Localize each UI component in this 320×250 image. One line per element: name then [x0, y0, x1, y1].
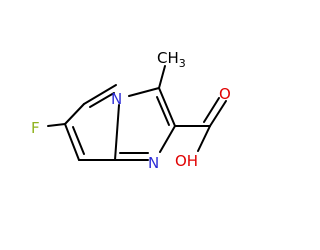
- methyl-subscript: 3: [179, 57, 186, 70]
- imidazole-nitrogen-label: N: [148, 154, 159, 172]
- bridgehead-nitrogen-label: N: [111, 90, 122, 108]
- bond-n4-c3: [128, 87, 160, 97]
- bond-c8a-n4: [114, 104, 120, 161]
- methyl-label: CH3: [157, 49, 186, 70]
- methyl-main-text: CH: [157, 49, 179, 67]
- bond-c2-n1: [159, 125, 176, 153]
- bond-c3-methyl: [158, 65, 166, 89]
- bond-c3-c2: [158, 87, 176, 127]
- bond-c7-c8: [64, 123, 80, 161]
- bond-carboxyl-carbonyl-inner: [203, 97, 220, 123]
- carbonyl-oxygen-label: O: [219, 85, 231, 103]
- bond-c6-c7: [64, 103, 85, 125]
- atom-labels: F N N OH O CH3: [31, 49, 231, 172]
- bond-carboxyl-carbonyl: [209, 100, 227, 127]
- bond-c5-c6: [83, 84, 117, 105]
- bond-c5-c6-inner: [89, 92, 115, 108]
- bond-c7-f: [47, 123, 66, 127]
- bond-c7-c8-inner: [72, 126, 85, 155]
- fluorine-label: F: [31, 119, 40, 137]
- bond-carboxyl-oh: [197, 125, 211, 152]
- hydroxyl-label: OH: [175, 152, 198, 170]
- bond-c3-c2-inner: [156, 96, 170, 126]
- molecule-structure: F N N OH O CH3: [31, 49, 231, 172]
- bonds: [47, 65, 227, 161]
